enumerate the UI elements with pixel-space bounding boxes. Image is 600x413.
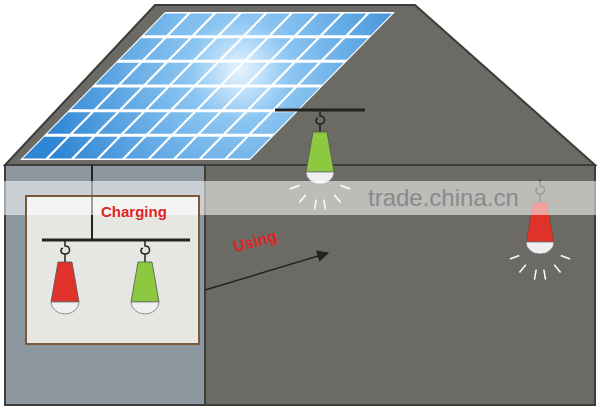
bulb (131, 240, 159, 314)
solar-cell (252, 112, 296, 134)
solar-cell (348, 13, 392, 35)
solar-cell (227, 137, 271, 159)
solar-cell (276, 87, 320, 109)
bulb (51, 240, 79, 314)
box-heading: Charging (101, 203, 198, 220)
roof (5, 5, 595, 165)
watermark: trade.china.cn (368, 184, 519, 212)
charging-bar (42, 239, 190, 242)
charging-box-fill (25, 195, 200, 345)
watermark-band (0, 181, 600, 215)
solar-cell (324, 38, 368, 60)
solar-cells (23, 13, 392, 158)
solar-cell (300, 63, 344, 85)
using-arrow (205, 253, 328, 290)
solar-panel-frame (20, 12, 395, 160)
charging-box: Charging (25, 195, 200, 345)
